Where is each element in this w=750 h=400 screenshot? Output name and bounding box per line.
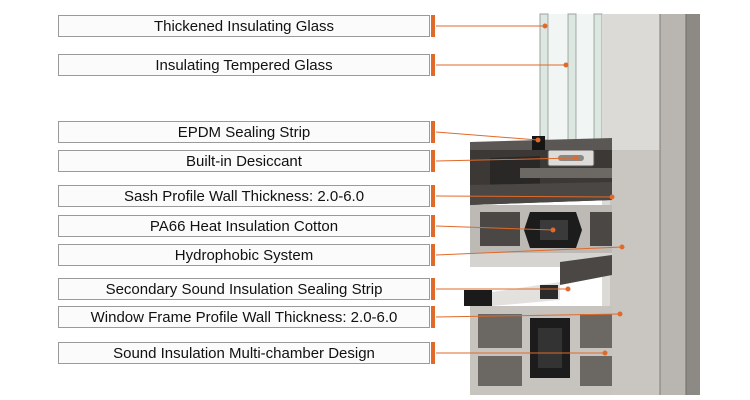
label-text: Secondary Sound Insulation Sealing Strip xyxy=(105,280,383,298)
label-pa66-heat-insulation-cotton: PA66 Heat Insulation Cotton xyxy=(58,215,435,237)
label-window-frame-profile-wall-thickness: Window Frame Profile Wall Thickness: 2.0… xyxy=(58,306,435,328)
label-sash-profile-wall-thickness: Sash Profile Wall Thickness: 2.0-6.0 xyxy=(58,185,435,207)
label-built-in-desiccant: Built-in Desiccant xyxy=(58,150,435,172)
frame-lower-profile xyxy=(470,306,612,395)
label-accent-bar xyxy=(431,278,435,300)
label-accent-bar xyxy=(431,306,435,328)
label-accent-bar xyxy=(431,215,435,237)
label-thickened-insulating-glass: Thickened Insulating Glass xyxy=(58,15,435,37)
label-text: Insulating Tempered Glass xyxy=(155,56,333,74)
label-text: Sash Profile Wall Thickness: 2.0-6.0 xyxy=(123,187,365,205)
label-secondary-sound-insulation-sealing-strip: Secondary Sound Insulation Sealing Strip xyxy=(58,278,435,300)
label-sound-insulation-multi-chamber-design: Sound Insulation Multi-chamber Design xyxy=(58,342,435,364)
frame-middle-strip xyxy=(470,253,612,285)
label-insulating-tempered-glass: Insulating Tempered Glass xyxy=(58,54,435,76)
label-accent-bar xyxy=(431,121,435,143)
label-epdm-sealing-strip: EPDM Sealing Strip xyxy=(58,121,435,143)
label-accent-bar xyxy=(431,54,435,76)
label-accent-bar xyxy=(431,244,435,266)
label-text: PA66 Heat Insulation Cotton xyxy=(149,217,339,235)
label-accent-bar xyxy=(431,150,435,172)
label-accent-bar xyxy=(431,342,435,364)
label-text: Thickened Insulating Glass xyxy=(153,17,335,35)
frame-side-profile xyxy=(602,14,700,395)
label-text: Hydrophobic System xyxy=(174,246,314,264)
glass-panes xyxy=(539,13,603,141)
label-text: Built-in Desiccant xyxy=(186,152,302,170)
label-text: Sound Insulation Multi-chamber Design xyxy=(113,344,375,362)
label-accent-bar xyxy=(431,15,435,37)
leader-lines xyxy=(435,23,625,356)
secondary-seal xyxy=(464,282,560,306)
label-text: EPDM Sealing Strip xyxy=(177,123,311,141)
label-text: Window Frame Profile Wall Thickness: 2.0… xyxy=(90,308,398,326)
label-hydrophobic-system: Hydrophobic System xyxy=(58,244,435,266)
label-accent-bar xyxy=(431,185,435,207)
thermal-break xyxy=(470,205,612,253)
